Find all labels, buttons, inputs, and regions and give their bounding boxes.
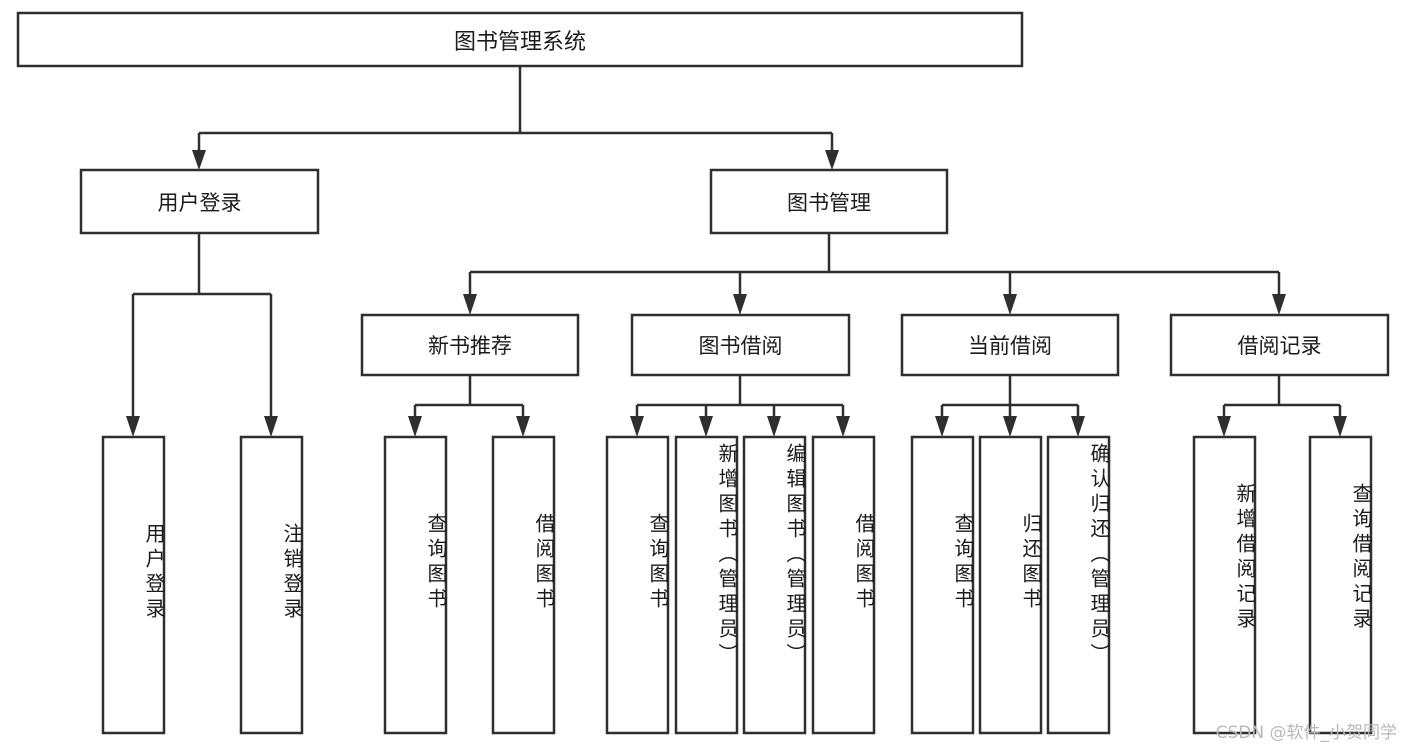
leaf-label-query-book-recommend: 查询图书 — [424, 513, 448, 613]
leaf-box-confirm-return-admin[interactable] — [1046, 435, 1111, 735]
leaf-box-borrow-book[interactable] — [811, 435, 876, 735]
connector-current-to-leaves — [935, 375, 1085, 437]
connector-newbook-to-leaves — [408, 375, 530, 437]
leaf-box-query-book-recommend[interactable] — [383, 435, 448, 735]
leaf-label-add-book-admin: 新增图书（管理员） — [715, 443, 739, 668]
label-new-book-recommend: 新书推荐 — [428, 334, 512, 358]
leaf-label-query-book-current: 查询图书 — [951, 513, 975, 613]
label-root: 图书管理系统 — [453, 29, 586, 55]
connector-borrow-to-leaves — [630, 375, 850, 437]
leaf-box-query-borrow-record[interactable] — [1308, 435, 1373, 735]
leaf-label-confirm-return-admin: 确认归还（管理员） — [1087, 443, 1111, 668]
node-new-book-recommend[interactable] — [360, 313, 580, 377]
leaf-box-user-login[interactable] — [101, 435, 166, 735]
label-book-borrow: 图书借阅 — [698, 334, 783, 358]
leaf-box-return-book[interactable] — [978, 435, 1043, 735]
label-current-borrow: 当前借阅 — [968, 334, 1052, 358]
leaf-box-query-book-current[interactable] — [910, 435, 975, 735]
leaf-label-user-login: 用户登录 — [142, 523, 166, 623]
node-borrow-record[interactable] — [1169, 313, 1390, 377]
node-root[interactable] — [16, 11, 1024, 68]
node-book-management[interactable] — [709, 168, 949, 235]
watermark-text: CSDN @软件_小贺同学 — [1215, 723, 1397, 743]
leaf-label-add-borrow-record: 新增借阅记录 — [1233, 483, 1257, 633]
connector-record-to-leaves — [1217, 375, 1347, 437]
leaf-box-query-book-borrow[interactable] — [605, 435, 670, 735]
node-user-login[interactable] — [79, 168, 320, 235]
leaf-label-borrow-book-recommend: 借阅图书 — [532, 513, 556, 613]
label-book-management: 图书管理 — [787, 190, 871, 215]
leaf-box-borrow-book-recommend[interactable] — [491, 435, 556, 735]
leaf-label-query-borrow-record: 查询借阅记录 — [1349, 483, 1373, 633]
label-borrow-record: 借阅记录 — [1237, 334, 1322, 358]
connector-bookmgmt-to-level3 — [463, 233, 1286, 315]
label-user-login: 用户登录 — [157, 190, 242, 215]
connector-root-to-level2 — [192, 66, 839, 170]
leaf-label-logout: 注销登录 — [280, 523, 304, 623]
node-book-borrow[interactable] — [630, 313, 851, 377]
leaf-box-add-borrow-record[interactable] — [1192, 435, 1257, 735]
node-current-borrow[interactable] — [900, 313, 1120, 377]
leaf-label-return-book: 归还图书 — [1019, 513, 1043, 613]
leaf-box-edit-book-admin[interactable] — [742, 435, 807, 735]
connector-userlogin-to-leaves — [126, 233, 278, 437]
leaf-label-edit-book-admin: 编辑图书（管理员） — [783, 443, 807, 668]
leaf-box-logout[interactable] — [239, 435, 304, 735]
leaf-label-borrow-book: 借阅图书 — [852, 513, 876, 613]
leaf-box-add-book-admin[interactable] — [674, 435, 739, 735]
leaf-label-query-book-borrow: 查询图书 — [646, 513, 670, 613]
